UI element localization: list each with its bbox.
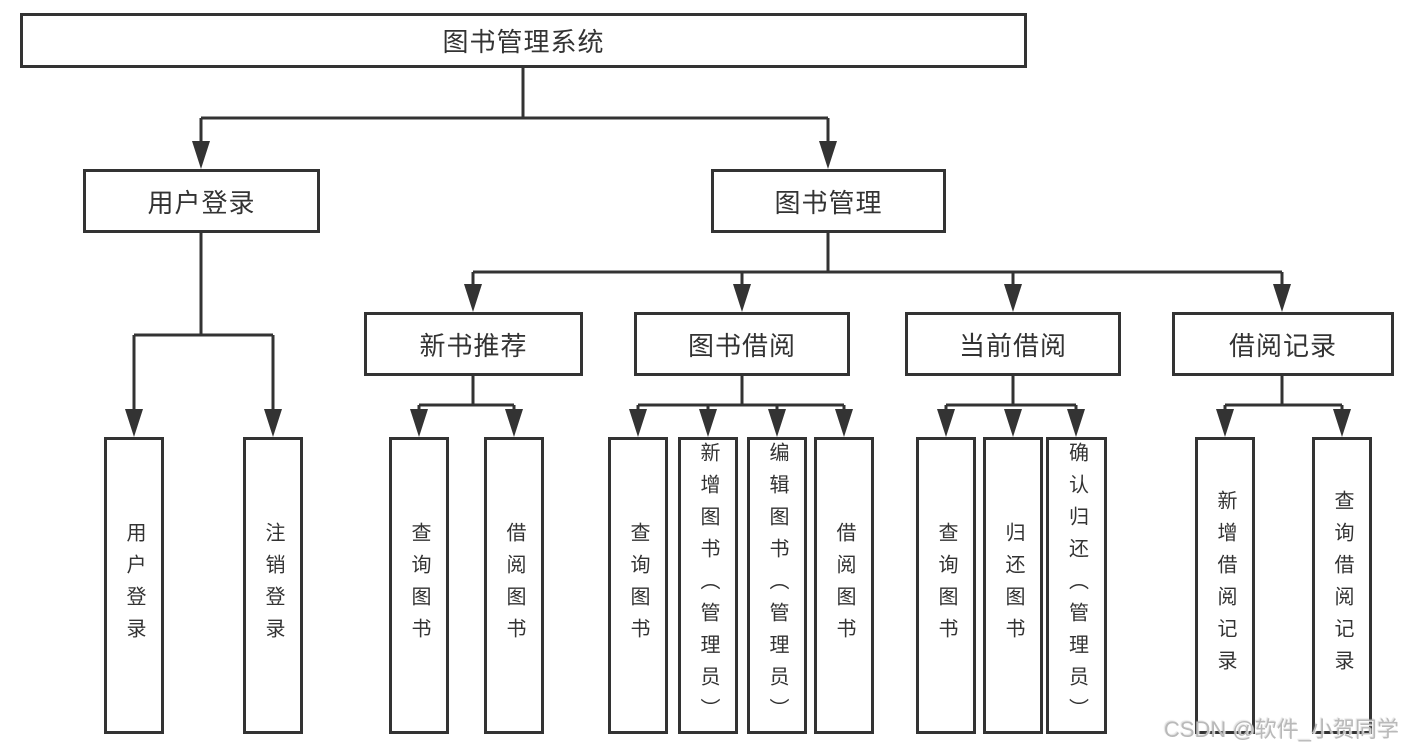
node-book-borrowing: 图书借阅 xyxy=(634,312,850,376)
leaf-query-books: 查询图书 xyxy=(608,437,668,734)
leaf-query-books: 查询图书 xyxy=(389,437,449,734)
leaf-label: 查询图书 xyxy=(627,521,649,650)
leaf-label: 用户登录 xyxy=(123,521,145,650)
node-book-management: 图书管理 xyxy=(711,169,946,233)
node-label: 用户登录 xyxy=(147,187,256,218)
leaf-add-borrowing-record: 新增借阅记录 xyxy=(1195,437,1255,734)
arrowheads xyxy=(125,141,1351,437)
leaf-label: 借阅图书 xyxy=(833,521,855,650)
leaf-label: 查询图书 xyxy=(935,521,957,650)
leaf-return-books: 归还图书 xyxy=(983,437,1043,734)
leaf-label: 借阅图书 xyxy=(503,521,525,650)
leaf-logout: 注销登录 xyxy=(243,437,303,734)
node-label: 新书推荐 xyxy=(419,330,528,361)
leaf-label: 新增图书（管理员） xyxy=(697,441,719,730)
csdn-watermark: CSDN @软件_小贺同学 xyxy=(1163,717,1399,742)
leaf-label: 编辑图书（管理员） xyxy=(766,441,788,730)
connector-path xyxy=(132,68,1344,412)
leaf-label: 注销登录 xyxy=(262,521,284,650)
node-label: 借阅记录 xyxy=(1228,330,1337,361)
leaf-label: 查询借阅记录 xyxy=(1331,489,1353,682)
node-label: 图书借阅 xyxy=(687,330,796,361)
node-user-login: 用户登录 xyxy=(83,169,320,233)
leaf-user-login: 用户登录 xyxy=(104,437,164,734)
leaf-label: 归还图书 xyxy=(1002,521,1024,650)
leaf-label: 确认归还（管理员） xyxy=(1065,441,1088,730)
leaf-edit-books-admin: 编辑图书（管理员） xyxy=(747,437,807,734)
node-label: 当前借阅 xyxy=(958,330,1067,361)
leaf-borrow-books: 借阅图书 xyxy=(484,437,544,734)
leaf-query-books: 查询图书 xyxy=(916,437,976,734)
node-borrowing-records: 借阅记录 xyxy=(1172,312,1394,376)
leaf-label: 查询图书 xyxy=(408,521,430,650)
leaf-add-books-admin: 新增图书（管理员） xyxy=(678,437,738,734)
node-label: 图书管理 xyxy=(774,187,883,218)
leaf-label: 新增借阅记录 xyxy=(1214,489,1236,682)
node-new-book-recommendation: 新书推荐 xyxy=(364,312,583,376)
node-library-management-system: 图书管理系统 xyxy=(20,13,1027,68)
leaf-borrow-books: 借阅图书 xyxy=(814,437,874,734)
node-current-borrowing: 当前借阅 xyxy=(905,312,1121,376)
leaf-confirm-return-admin: 确认归还（管理员） xyxy=(1046,437,1107,734)
leaf-query-borrowing-record: 查询借阅记录 xyxy=(1312,437,1372,734)
node-label: 图书管理系统 xyxy=(442,27,605,57)
